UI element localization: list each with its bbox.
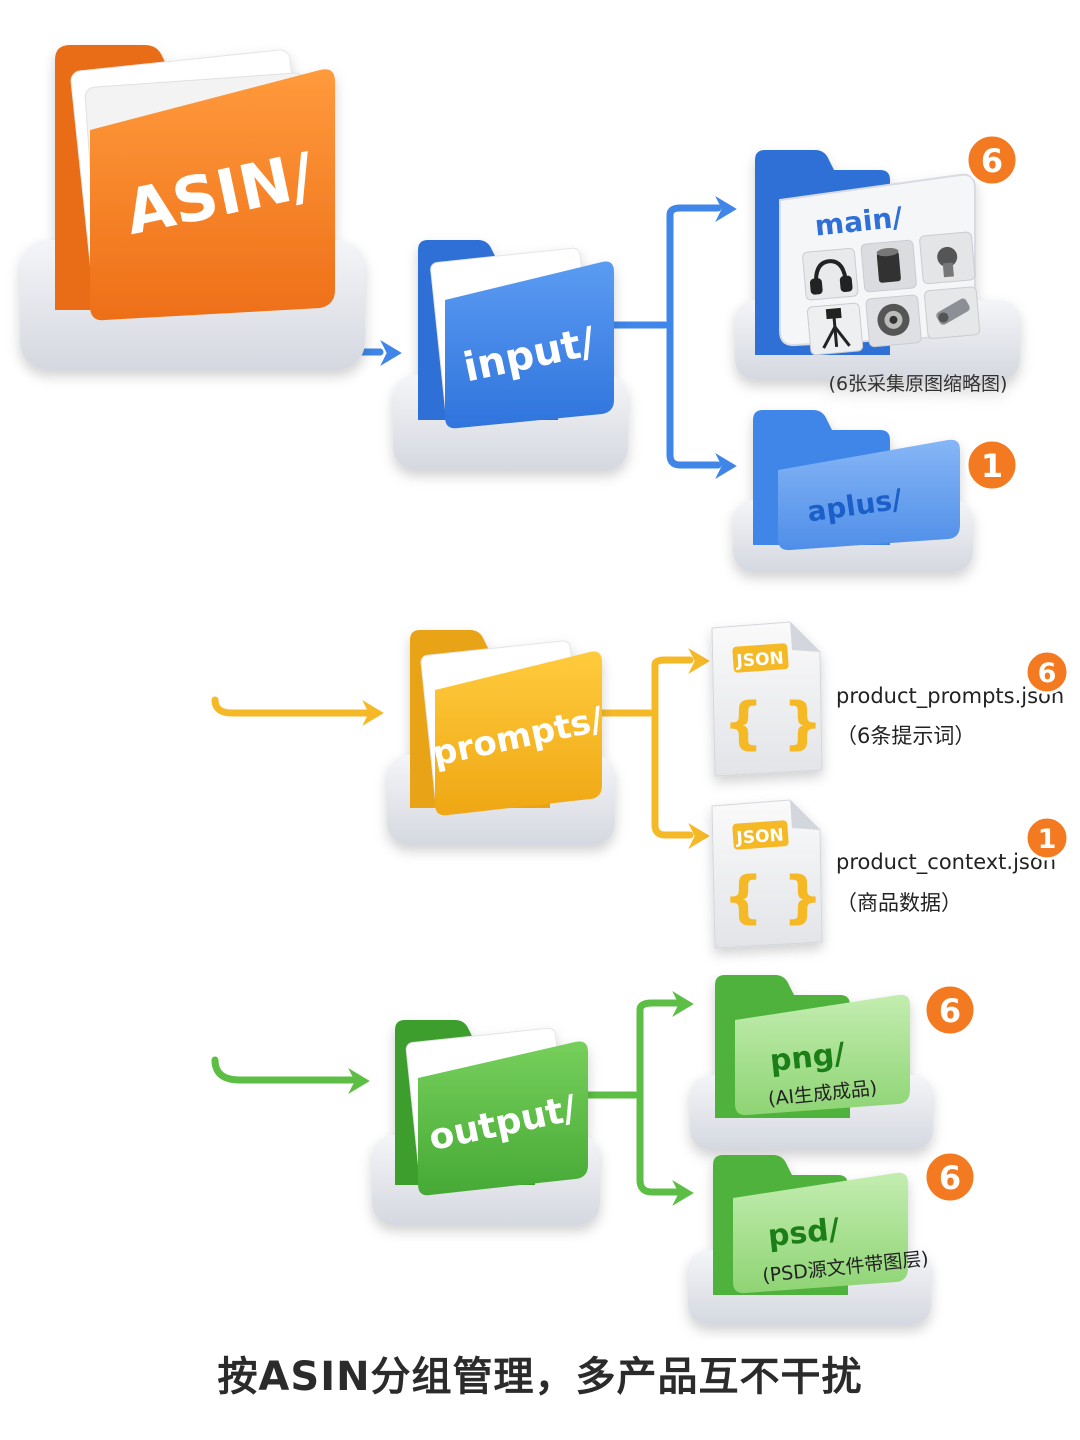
folder-front: [778, 439, 960, 551]
json-tag-label: JSON: [735, 825, 785, 848]
lens-icon: [877, 303, 910, 336]
tripod-icon: [822, 307, 851, 349]
svg-text:6: 6: [939, 1159, 961, 1197]
badge-aplus-count: 1: [965, 438, 1019, 492]
file-product-prompts-name: product_prompts.json: [836, 684, 1064, 709]
json-braces-icon: { }: [723, 691, 822, 756]
folder-png-label: png/: [768, 1036, 847, 1079]
file-product-prompts-note: （6条提示词）: [836, 724, 975, 748]
connector-prompts: [211, 696, 374, 717]
folder-png[interactable]: png/ (AI生成成品): [690, 975, 933, 1150]
badge-product-prompts-count: 6: [1024, 649, 1070, 695]
folder-front: [435, 651, 602, 816]
folder-main[interactable]: main/ (6张采集原图缩略图): [735, 150, 1020, 395]
folder-front: [733, 1172, 908, 1294]
folder-input[interactable]: input/: [393, 240, 628, 470]
folder-psd[interactable]: psd/ (PSD源文件带图层): [688, 1155, 931, 1325]
root-folder-asin[interactable]: ASIN/: [20, 45, 365, 370]
folder-front: [418, 1041, 588, 1196]
folder-aplus[interactable]: aplus/: [733, 410, 973, 572]
svg-text:6: 6: [981, 142, 1003, 180]
connectors: [211, 204, 722, 1196]
folder-front: [90, 69, 335, 321]
folder-prompts[interactable]: prompts/: [387, 630, 615, 845]
file-product-context[interactable]: JSON { }: [711, 799, 823, 949]
document-fold: [790, 800, 820, 830]
thumbnail-grid: [802, 231, 981, 356]
folder-main-note: (6张采集原图缩略图): [829, 373, 1008, 395]
nozzle-icon: [936, 298, 970, 325]
folder-front: [735, 994, 910, 1116]
svg-text:1: 1: [1038, 824, 1057, 855]
json-tag: [732, 643, 789, 673]
file-product-prompts[interactable]: JSON { }: [711, 621, 823, 777]
headphones-icon: [809, 259, 853, 295]
folder-structure-diagram: ASIN/ input/ main/: [20, 45, 1070, 1325]
connector-prompts-children: [594, 656, 694, 839]
file-product-context-note: （商品数据）: [836, 891, 962, 915]
badge-png-count: 6: [923, 983, 977, 1037]
document-fold: [790, 622, 820, 652]
connector-output-children: [581, 999, 684, 1196]
thumbnail: [802, 247, 859, 301]
badge-product-context-count: 1: [1024, 815, 1070, 861]
json-tag-label: JSON: [735, 648, 785, 671]
json-tag: [732, 820, 789, 850]
svg-text:6: 6: [939, 992, 961, 1030]
folder-front: [445, 261, 614, 429]
connector-output: [211, 1056, 356, 1084]
json-braces-icon: { }: [723, 865, 822, 930]
folder-psd-label: psd/: [766, 1212, 841, 1254]
robot-arm-icon: [937, 246, 958, 278]
connector-input-children: [608, 204, 722, 469]
svg-text:1: 1: [981, 447, 1003, 485]
badge-psd-count: 6: [923, 1150, 977, 1204]
file-product-context-name: product_context.json: [836, 850, 1056, 875]
bottom-caption: 按ASIN分组管理，多产品互不干扰: [217, 1354, 863, 1400]
folder-output[interactable]: output/: [372, 1020, 600, 1225]
mug-icon: [876, 248, 901, 283]
svg-text:6: 6: [1038, 658, 1057, 689]
badge-main-count: 6: [965, 133, 1019, 187]
